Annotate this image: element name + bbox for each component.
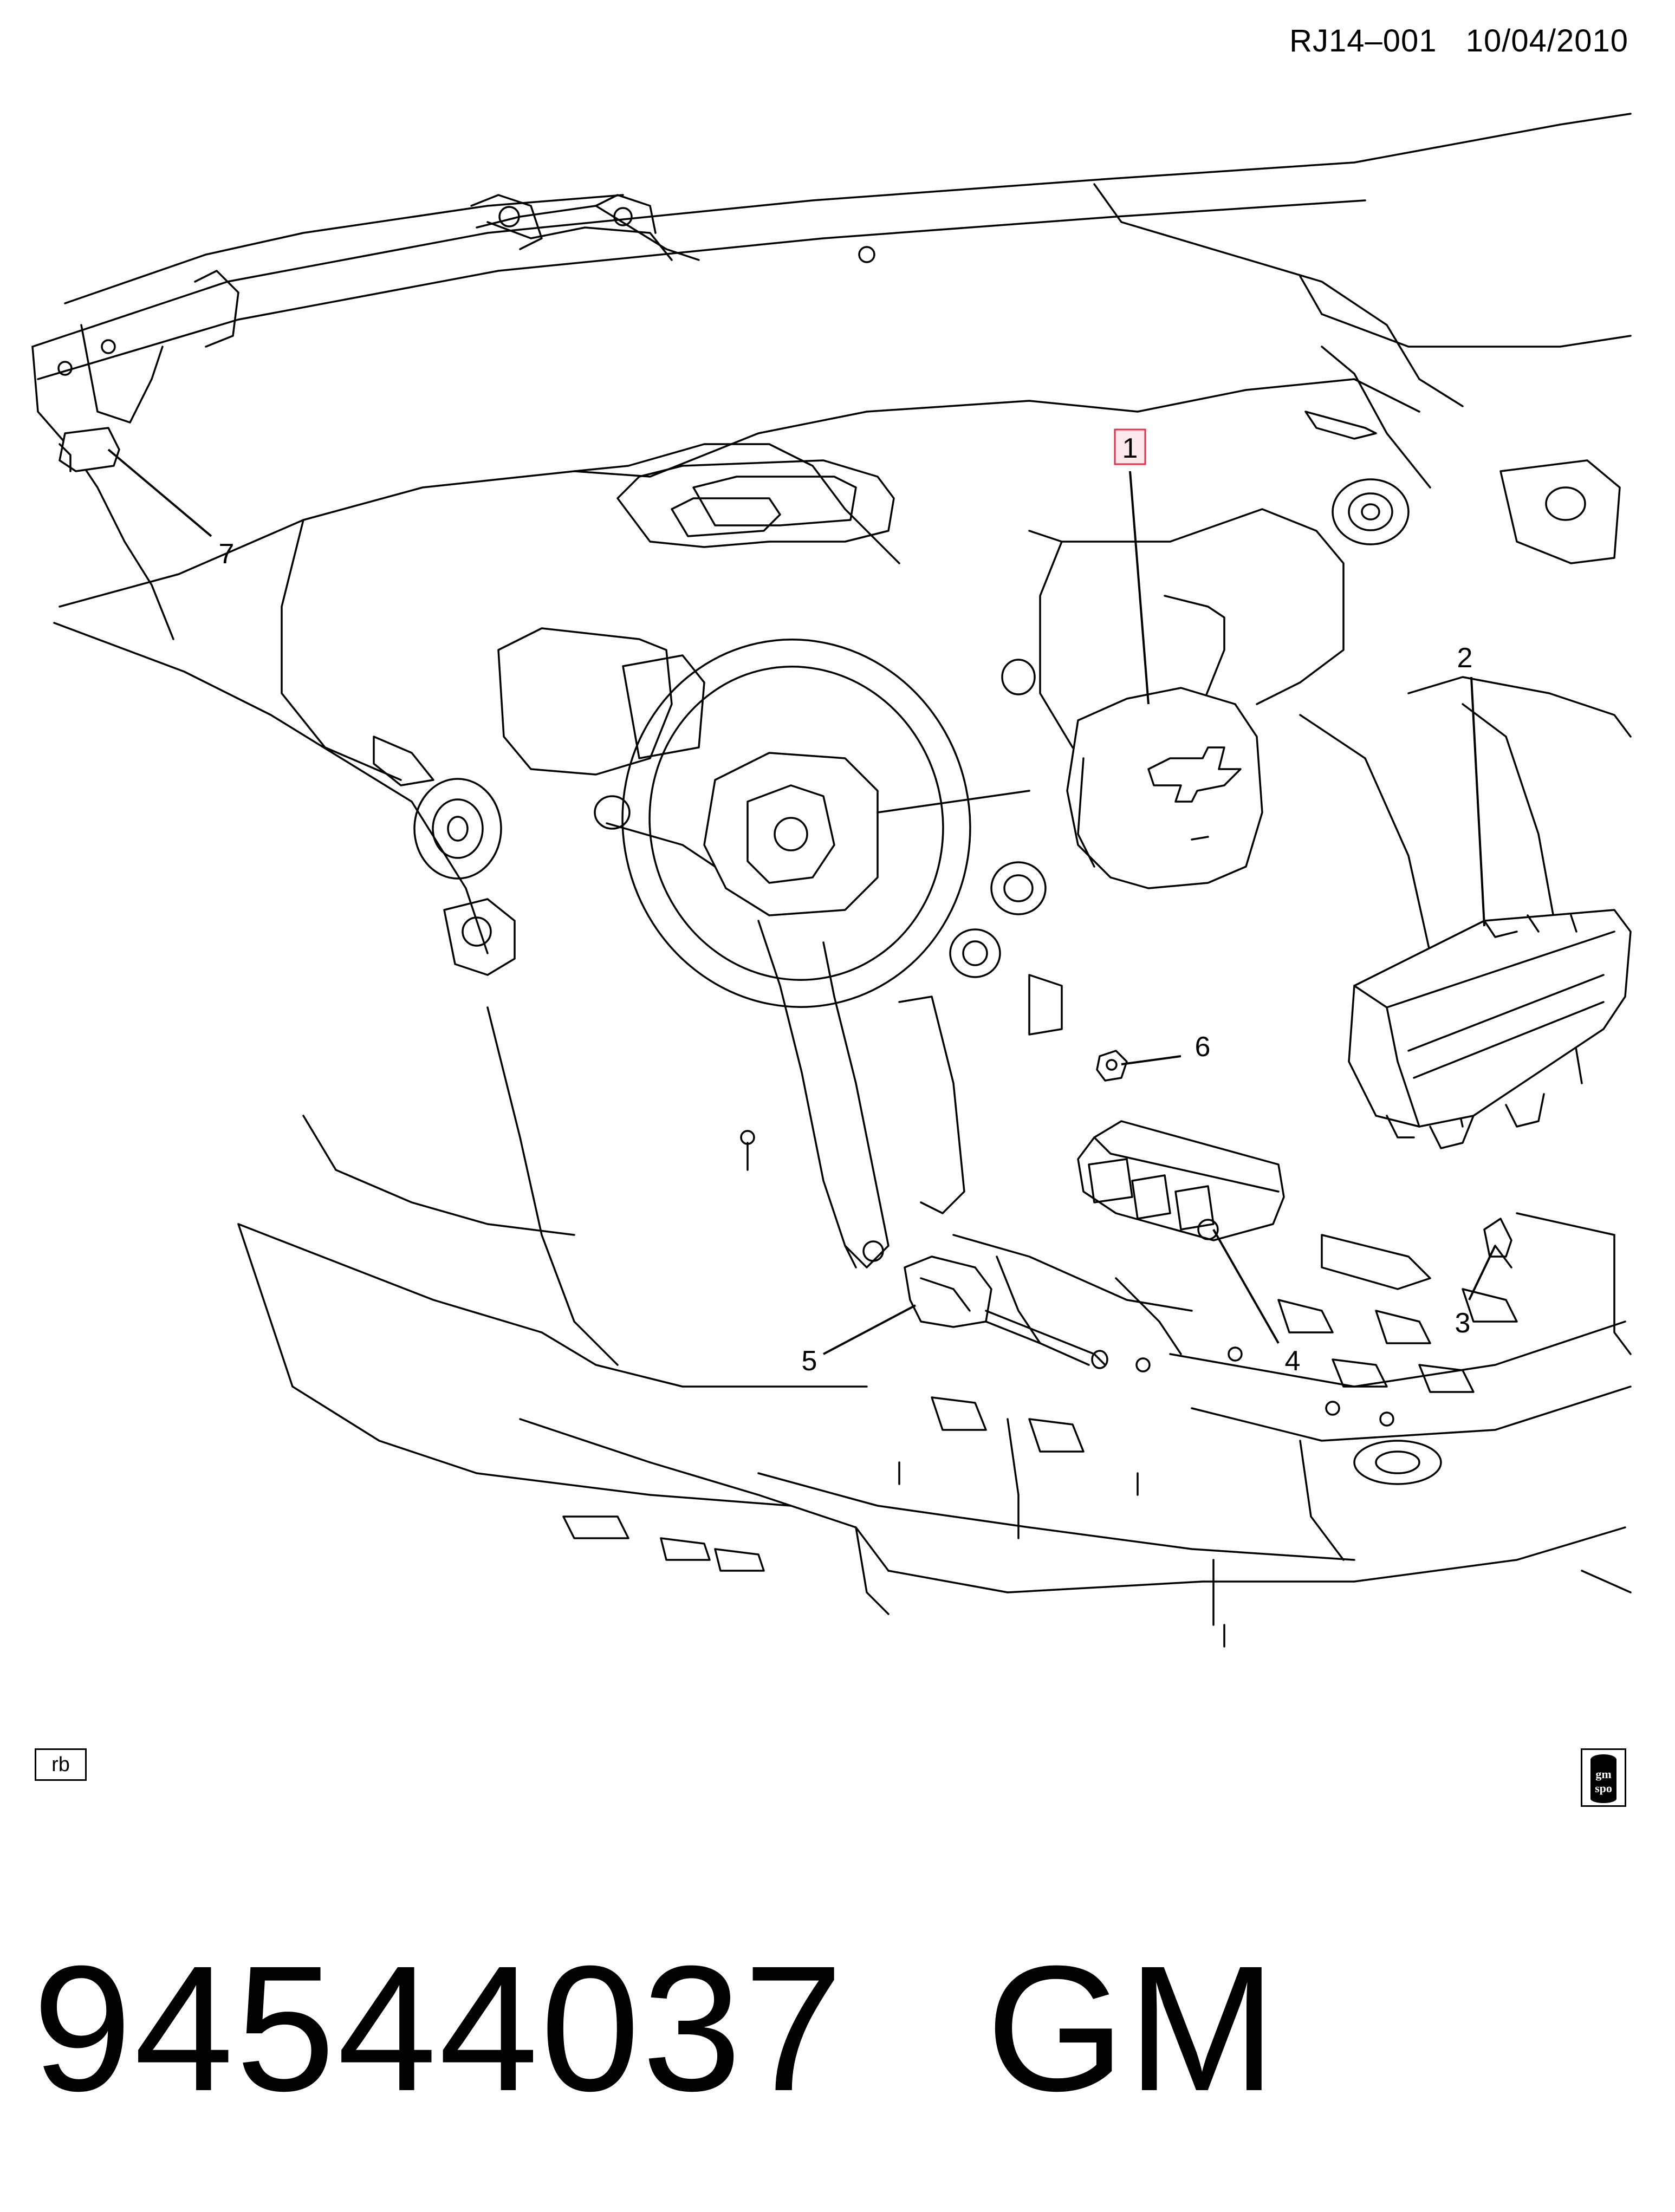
side-impact-sensor bbox=[59, 427, 120, 472]
callout-leaders bbox=[107, 448, 1496, 1355]
bolt bbox=[1483, 1218, 1512, 1268]
callout-6: 6 bbox=[1195, 1031, 1211, 1063]
drawing-header: RJ14–001 10/04/2010 bbox=[1289, 23, 1628, 59]
driver-airbag-module bbox=[1066, 687, 1263, 889]
callout-4: 4 bbox=[1285, 1345, 1301, 1377]
wiring-harness-connector bbox=[904, 1255, 1108, 1369]
brand-name: GM bbox=[986, 1928, 1278, 2128]
nut bbox=[1096, 1050, 1128, 1082]
leader-1 bbox=[1129, 471, 1150, 705]
passenger-airbag-module bbox=[1348, 909, 1632, 1149]
leader-3 bbox=[1468, 1245, 1496, 1300]
rb-tag: rb bbox=[35, 1748, 87, 1781]
callout-2: 2 bbox=[1457, 642, 1473, 674]
leader-4 bbox=[1212, 1229, 1280, 1344]
callout-1-highlight bbox=[1114, 428, 1146, 465]
callout-5: 5 bbox=[802, 1345, 817, 1377]
drawing-date: 10/04/2010 bbox=[1465, 23, 1628, 58]
callout-3: 3 bbox=[1455, 1307, 1471, 1339]
leader-2 bbox=[1470, 676, 1485, 927]
sensing-diagnostic-module bbox=[1077, 1120, 1285, 1241]
drawing-id: RJ14–001 bbox=[1289, 23, 1437, 58]
callout-labels: 1 2 3 4 5 6 7 bbox=[219, 428, 1473, 1377]
steering-wheel-assembly bbox=[497, 627, 1063, 1268]
exploded-parts-diagram: 1 2 3 4 5 6 7 bbox=[31, 113, 1632, 1648]
callout-7: 7 bbox=[219, 538, 235, 570]
leader-5 bbox=[823, 1304, 916, 1355]
leader-6 bbox=[1121, 1055, 1181, 1065]
part-number: 94544037 bbox=[33, 1928, 846, 2128]
gm-spo-logo: gm spo bbox=[1581, 1748, 1626, 1807]
callout-1: 1 bbox=[1122, 433, 1138, 464]
floor-pan bbox=[237, 1006, 1632, 1648]
gm-spo-logo-icon: gm spo bbox=[1590, 1754, 1616, 1803]
logo-text-bottom: spo bbox=[1595, 1781, 1612, 1795]
dashboard-outline bbox=[31, 113, 1632, 1128]
logo-text-top: gm bbox=[1595, 1767, 1611, 1781]
leader-7 bbox=[107, 448, 212, 537]
